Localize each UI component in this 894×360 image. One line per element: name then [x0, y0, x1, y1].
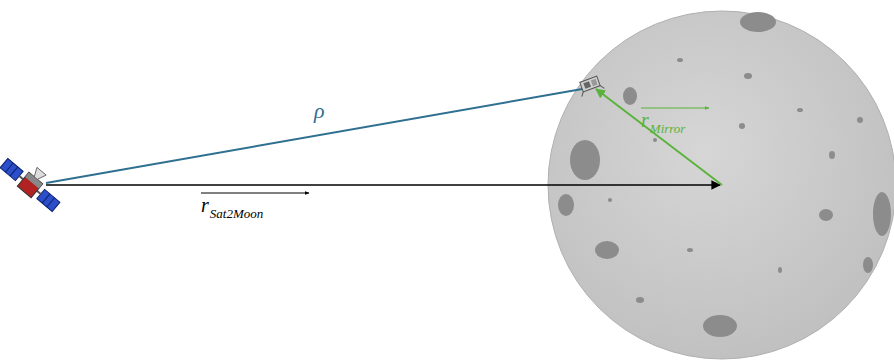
mirror — [577, 75, 604, 96]
vector-symbol: r — [201, 195, 209, 215]
vector-overarrow — [641, 108, 709, 109]
mirror-vector — [596, 89, 722, 185]
range-line — [46, 88, 588, 183]
vector-subscript: Sat2Moon — [210, 207, 263, 220]
sat2moon-vector — [46, 184, 720, 186]
vector-subscript: Mirror — [650, 122, 686, 135]
vector-symbol: r — [641, 110, 649, 130]
satellite — [0, 149, 68, 213]
vector-overarrow — [201, 193, 309, 194]
range-symbol: ρ — [314, 100, 325, 122]
